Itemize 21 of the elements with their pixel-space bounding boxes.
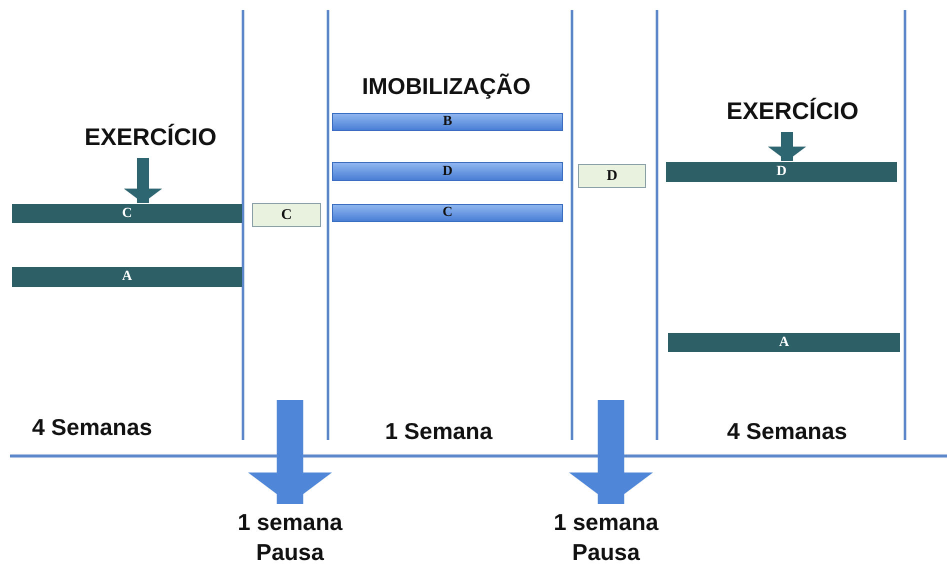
treatment-bar: D xyxy=(332,162,563,181)
treatment-bar: B xyxy=(332,113,563,131)
phase-heading: IMOBILIZAÇÃO xyxy=(362,73,531,100)
treatment-bar: C xyxy=(12,204,242,223)
pause-caption: 1 semana Pausa xyxy=(220,505,360,569)
heading-text: EXERCÍCIO xyxy=(720,96,865,128)
treatment-bar: C xyxy=(332,204,563,222)
treatment-bar: D xyxy=(666,162,897,182)
duration-label: 4 Semanas xyxy=(727,418,848,445)
pause-caption: 1 semana Pausa xyxy=(536,505,676,569)
heading-text: EXERCÍCIO xyxy=(78,122,223,154)
arrow xyxy=(248,400,332,504)
arrow xyxy=(768,132,806,161)
treatment-bar: A xyxy=(668,333,900,352)
arrow xyxy=(568,400,654,504)
pause-box: C xyxy=(252,203,321,227)
arrow xyxy=(124,158,162,203)
treatment-bar: A xyxy=(12,267,242,287)
duration-label: 4 Semanas xyxy=(32,414,152,441)
pause-box: D xyxy=(578,164,646,188)
duration-label: 1 Semana xyxy=(385,418,492,445)
